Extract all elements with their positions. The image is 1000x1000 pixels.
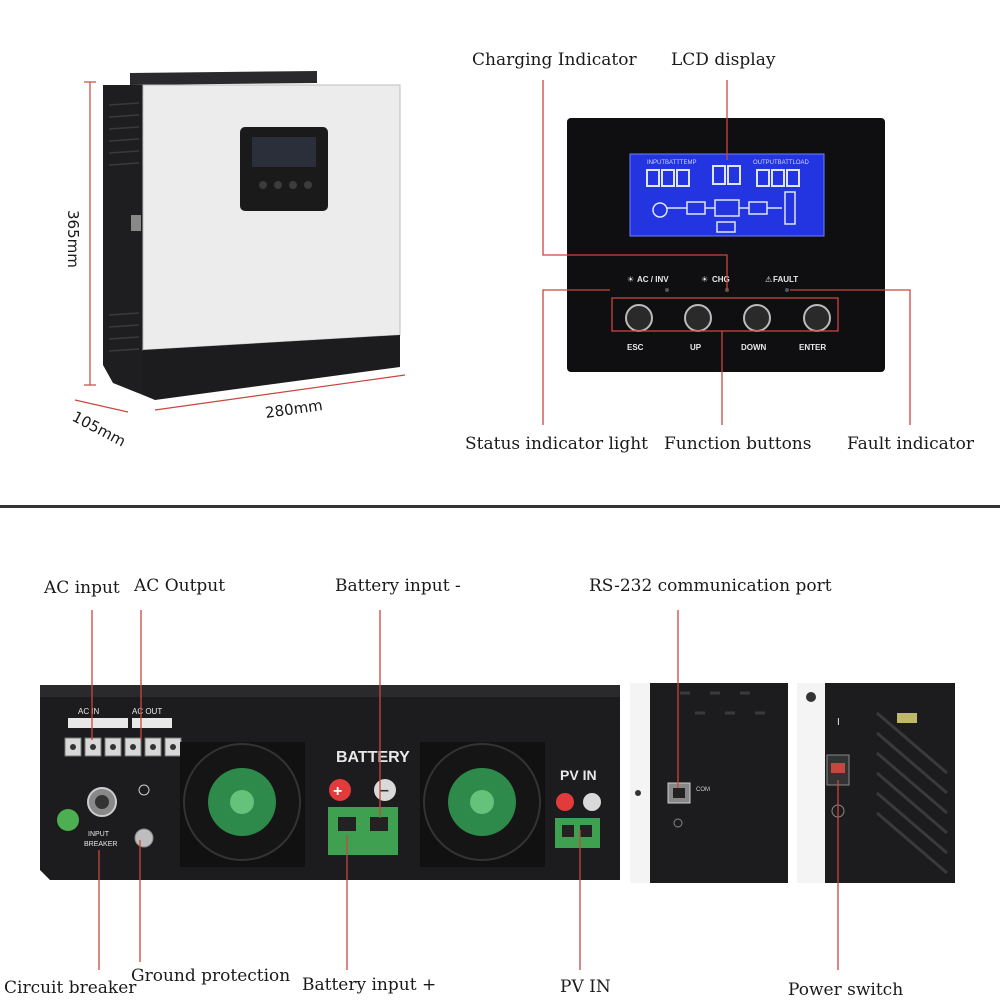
section-divider	[0, 505, 1000, 508]
pv-in-label: PV IN	[560, 977, 611, 997]
power-switch-panel-illustration: I	[797, 683, 955, 883]
btn-esc-text: ESC	[627, 343, 644, 352]
svg-text:+: +	[333, 783, 342, 800]
circuit-breaker-label: Circuit breaker	[4, 978, 137, 998]
power-switch-label: Power switch	[788, 980, 904, 1000]
panel-input-text: INPUT	[88, 831, 110, 838]
ac-input-label: AC input	[44, 578, 120, 598]
panel-ac-in-text: AC IN	[78, 707, 100, 716]
panel-battery-text: BATTERY	[336, 749, 410, 766]
control-panel: INPUTBATTTEMP OUTPUTBATTLOAD AC / INV CH…	[567, 118, 885, 372]
control-panel-callouts	[542, 80, 911, 425]
panel-pv-in-text: PV IN	[560, 767, 597, 783]
btn-down-text: DOWN	[741, 343, 767, 352]
function-buttons-label: Function buttons	[664, 434, 812, 454]
svg-text:–: –	[380, 782, 389, 799]
panel-com-text: COM	[696, 787, 710, 793]
rs232-label: RS-232 communication port	[589, 576, 832, 596]
battery-plus-symbol	[329, 779, 351, 801]
rs232-panel-illustration: COM	[630, 683, 790, 883]
lcd-right-header: OUTPUTBATTLOAD	[753, 160, 810, 166]
panel-breaker-text: BREAKER	[84, 841, 117, 848]
svg-text:⚠: ⚠	[765, 275, 772, 284]
fault-indicator-label: Fault indicator	[847, 434, 974, 454]
btn-enter-text: ENTER	[799, 343, 826, 352]
lcd-left-header: INPUTBATTTEMP	[647, 160, 697, 166]
panel-switch-mark: I	[837, 717, 840, 728]
battery-plus-label: Battery input +	[302, 975, 437, 995]
status-led	[665, 288, 669, 292]
btn-up-text: UP	[690, 343, 702, 352]
ac-output-label: AC Output	[134, 576, 226, 596]
bottom-panel-illustration: AC IN AC OUT INPUT BREAKER BATTERY + – P…	[40, 685, 620, 880]
function-buttons-group	[625, 304, 831, 332]
svg-text:☀: ☀	[627, 275, 634, 284]
indicator-fault-text: FAULT	[773, 275, 798, 284]
status-indicator-label: Status indicator light	[465, 434, 649, 454]
inverter-unit-illustration	[103, 71, 401, 400]
svg-text:☀: ☀	[701, 275, 708, 284]
charging-indicator-label: Charging Indicator	[472, 50, 637, 70]
fault-led	[785, 288, 789, 292]
indicator-chg-text: CHG	[712, 275, 730, 284]
dimension-lines	[74, 81, 406, 413]
battery-minus-label: Battery input -	[335, 576, 461, 596]
lcd-display-label: LCD display	[671, 50, 776, 70]
ground-protection-label: Ground protection	[131, 966, 291, 986]
indicator-ac-inv-text: AC / INV	[637, 275, 669, 284]
panel-ac-out-text: AC OUT	[132, 707, 162, 716]
